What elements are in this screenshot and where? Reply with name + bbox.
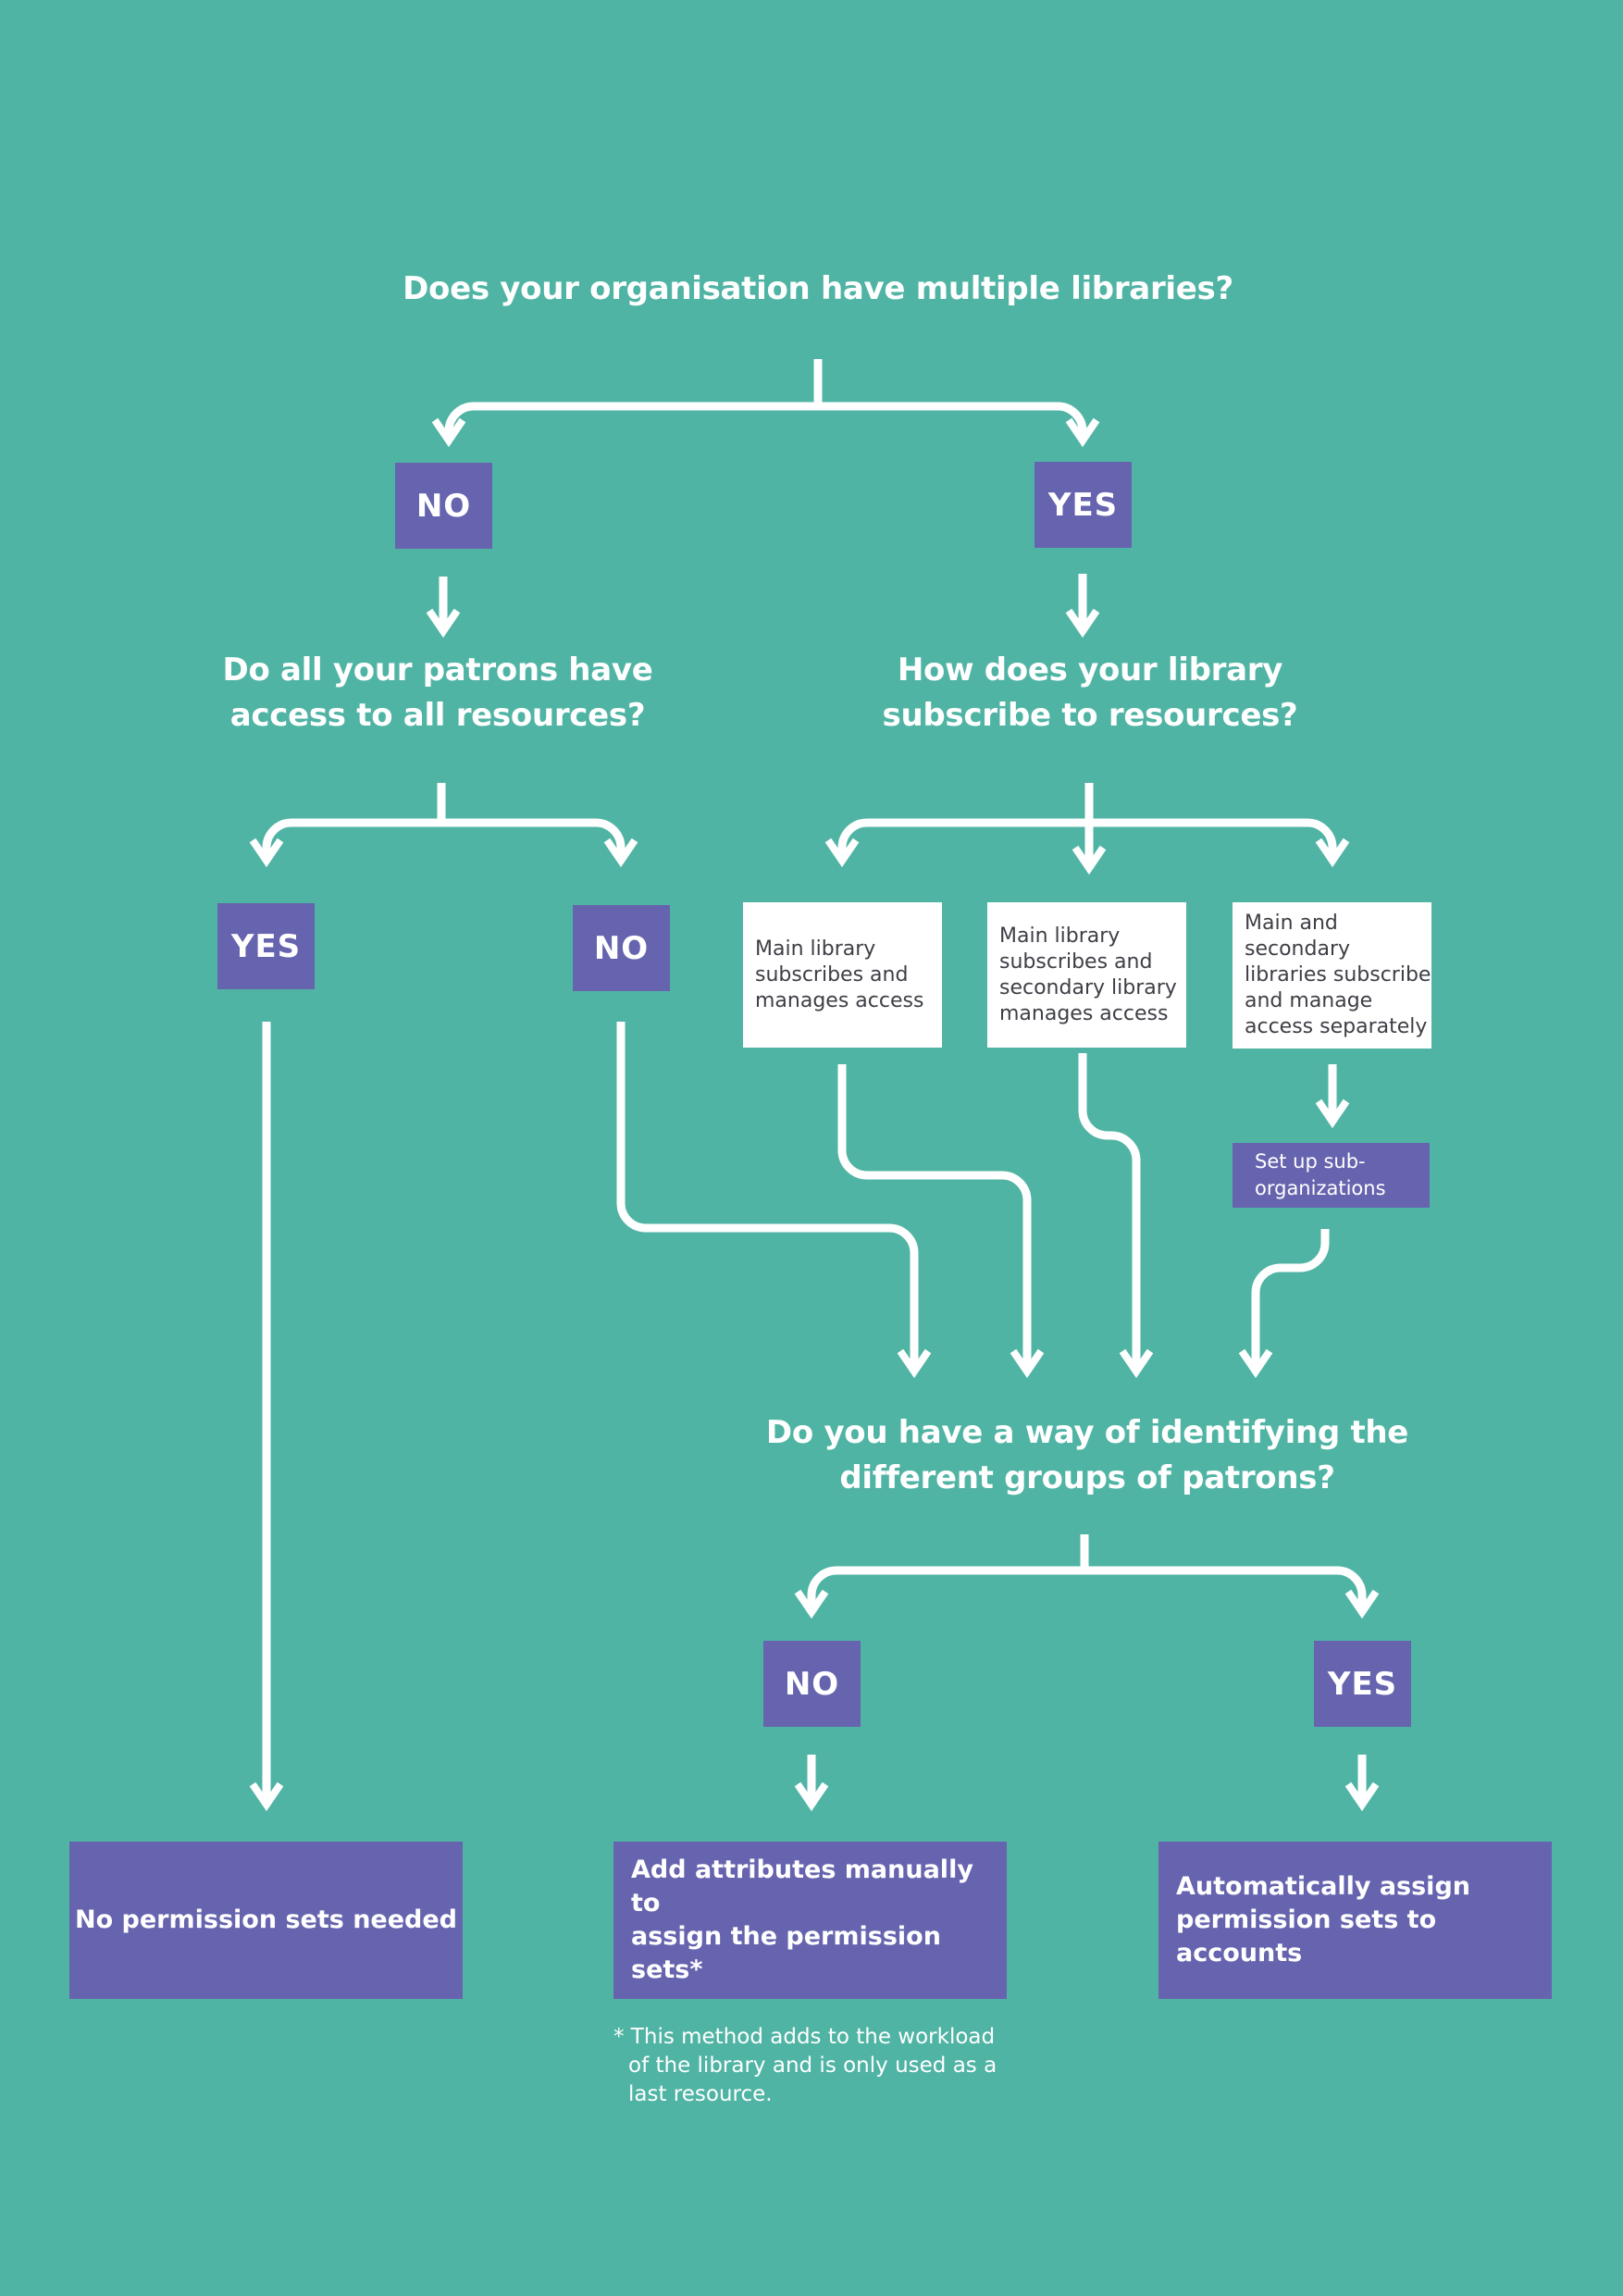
q4-branch-no	[794, 1566, 1084, 1620]
question-multiple-libraries: Does your organisation have multiple lib…	[403, 270, 1233, 307]
q3-branch-1	[824, 818, 1089, 868]
q4-branch-yes	[1084, 1566, 1380, 1620]
q2-no-node: NO	[573, 905, 670, 991]
outcome-auto-assign: Automatically assign permission sets to …	[1158, 1842, 1552, 1999]
q1-yes-node: YES	[1035, 462, 1132, 548]
footnote: * This method adds to the workload of th…	[613, 2025, 997, 2106]
question-subscribe-resources: How does your library subscribe to resou…	[882, 652, 1298, 734]
outcome-no-permission-sets: No permission sets needed	[69, 1842, 463, 1999]
option-main-subscribes: Main library subscribes and manages acce…	[743, 902, 942, 1048]
q3-branch-3	[1089, 818, 1350, 868]
q4-yes-node: YES	[1314, 1641, 1411, 1727]
question-patrons-access: Do all your patrons have access to all r…	[222, 652, 653, 734]
opt2-to-q4	[1078, 1053, 1154, 1379]
opt1-to-q4	[837, 1064, 1045, 1379]
outcome-manual-attributes: Add attributes manually to assign the pe…	[613, 1842, 1007, 1999]
q4-no-node: NO	[763, 1641, 861, 1727]
q1-branch-yes	[818, 402, 1100, 448]
q1-no-node: NO	[395, 463, 492, 549]
q2-yes-node: YES	[217, 903, 315, 989]
q2-branch-yes	[249, 818, 441, 868]
suborg-to-q4	[1238, 1229, 1330, 1379]
option-secondary-manages: Main library subscribes and secondary li…	[987, 902, 1186, 1048]
q1-branch-no	[431, 402, 818, 448]
no2-to-q4	[616, 1022, 932, 1379]
q2-branch-no	[441, 818, 638, 868]
option-separate-subscriptions: Main and secondary libraries subscribe a…	[1233, 902, 1431, 1049]
suborg-node: Set up sub- organizations	[1233, 1143, 1430, 1208]
question-identify-patrons: Do you have a way of identifying the dif…	[765, 1414, 1409, 1496]
